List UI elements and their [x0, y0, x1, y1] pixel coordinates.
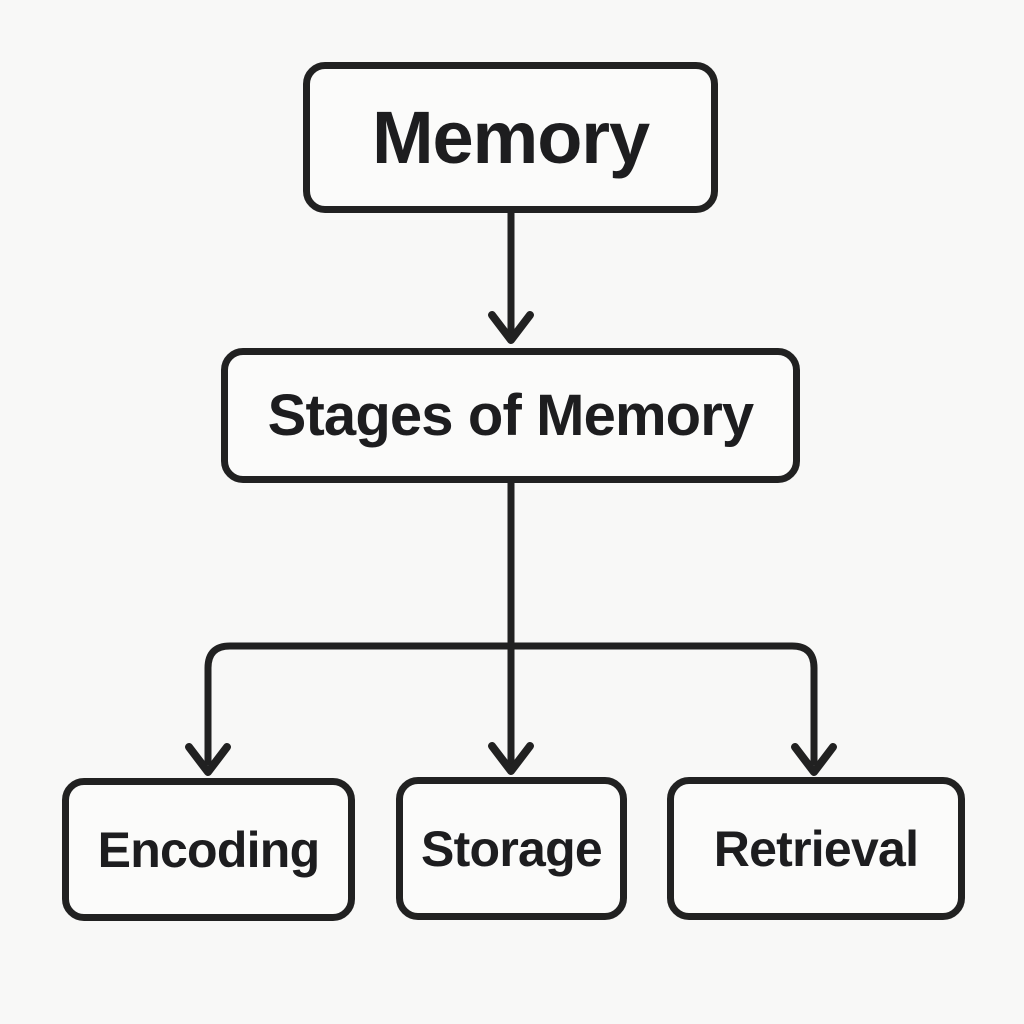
arrowhead-down-icon [488, 742, 534, 775]
connector-line [204, 642, 818, 765]
node-encoding: Encoding [62, 778, 355, 921]
connector-stages-to-retrieval [791, 743, 837, 776]
node-stages-of-memory: Stages of Memory [221, 348, 800, 483]
node-label: Retrieval [713, 820, 919, 877]
node-label: Encoding [97, 821, 321, 878]
arrowhead-down-icon [185, 743, 231, 776]
connector-branch-rail [204, 642, 818, 765]
connector-memory-to-stages [488, 213, 534, 344]
node-label: Storage [421, 820, 603, 877]
connector-stages-to-encoding [185, 743, 231, 776]
arrowhead-down-icon [791, 743, 837, 776]
node-retrieval: Retrieval [667, 777, 965, 920]
node-storage: Storage [396, 777, 627, 920]
connector-stages-to-storage [488, 483, 534, 775]
node-label: Stages of Memory [267, 383, 755, 448]
node-label: Memory [371, 96, 650, 179]
node-memory: Memory [303, 62, 718, 213]
arrowhead-down-icon [488, 311, 534, 344]
